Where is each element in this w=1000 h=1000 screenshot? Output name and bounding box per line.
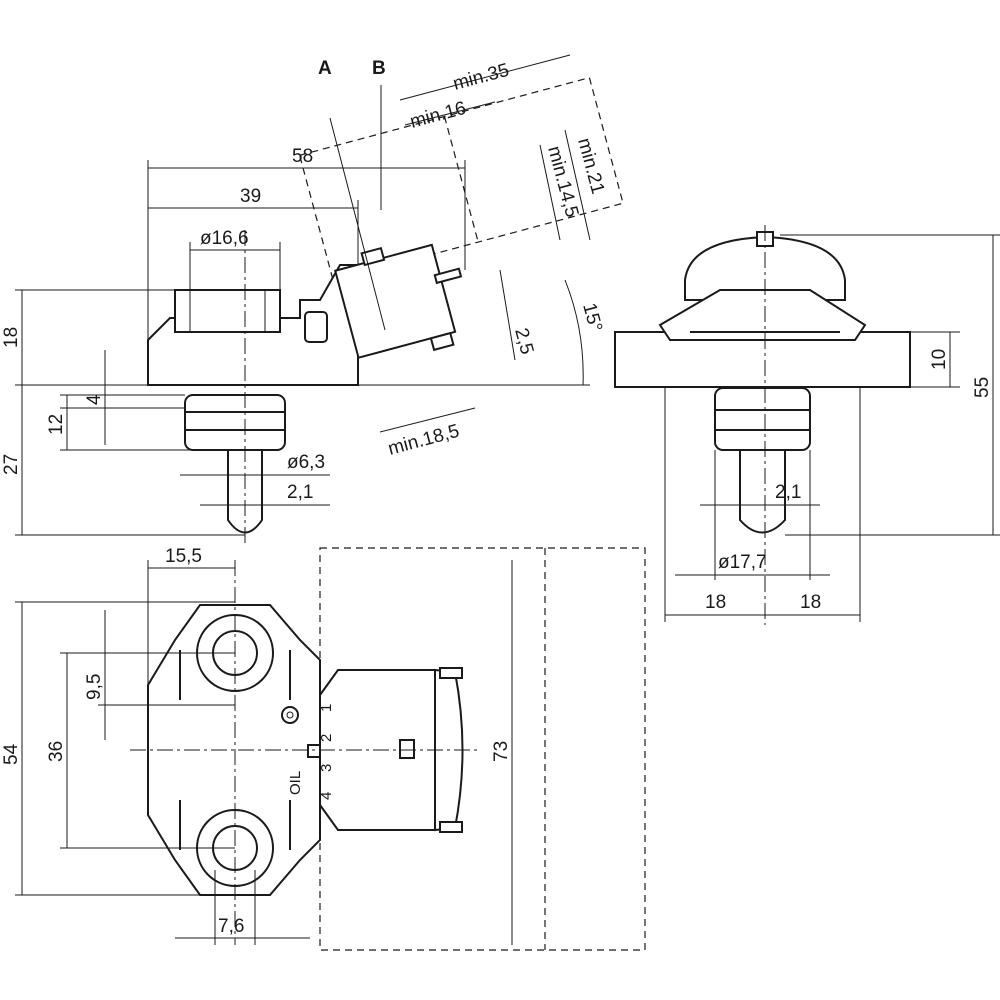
- top-view: 15,5 54 36 9,5 73 7,6 OIL 1 2 3 4: [1, 546, 646, 951]
- dim-55: 55: [972, 377, 993, 398]
- oil-label: OIL: [287, 771, 304, 795]
- dim-54: 54: [1, 743, 22, 765]
- pin-2-label: 2: [318, 734, 335, 742]
- dim-2-1-side: 2,1: [287, 482, 313, 503]
- pin-4-label: 4: [318, 792, 335, 800]
- side-view: A B min.35 min.16 58 39 ø16,6 min.21 min…: [1, 54, 624, 545]
- pin-3-label: 3: [318, 764, 335, 772]
- dim-18-right: 18: [800, 592, 821, 613]
- dim-dia17-7: ø17,7: [718, 552, 767, 573]
- dim-39: 39: [240, 186, 261, 207]
- dim-min16: min.16: [408, 98, 469, 133]
- dim-27: 27: [1, 454, 22, 475]
- nipple: [227, 449, 263, 534]
- front-view: 10 55 2,1 ø17,7 18 18: [614, 225, 1000, 625]
- dim-58: 58: [292, 146, 313, 167]
- label-b: B: [372, 58, 386, 79]
- dim-min18-5: min.18,5: [386, 421, 462, 460]
- dim-73: 73: [491, 741, 512, 762]
- dim-dia16-6: ø16,6: [200, 228, 249, 249]
- dim-12: 12: [46, 414, 67, 435]
- pressure-port-window: [304, 311, 328, 343]
- dim-angle-15: 15°: [578, 301, 606, 334]
- dim-2-5: 2,5: [510, 326, 537, 357]
- dim-7-6: 7,6: [218, 916, 244, 937]
- hex-nut: [174, 289, 281, 333]
- dim-9-5: 9,5: [84, 674, 105, 700]
- dim-min35: min.35: [451, 60, 512, 95]
- dim-2-1-front: 2,1: [775, 482, 801, 503]
- dim-10: 10: [929, 349, 950, 370]
- pin-1-label: 1: [318, 704, 335, 712]
- o-ring-port: [714, 387, 811, 451]
- dim-18-side: 18: [1, 327, 22, 348]
- dim-dia6-3: ø6,3: [287, 452, 325, 473]
- label-a: A: [318, 58, 332, 79]
- o-ring-port: [184, 394, 286, 451]
- dim-36: 36: [46, 741, 67, 762]
- dim-4: 4: [84, 394, 105, 405]
- connector-clearance-zone: [298, 76, 624, 282]
- dim-15-5: 15,5: [165, 546, 202, 567]
- dim-18-left: 18: [705, 592, 726, 613]
